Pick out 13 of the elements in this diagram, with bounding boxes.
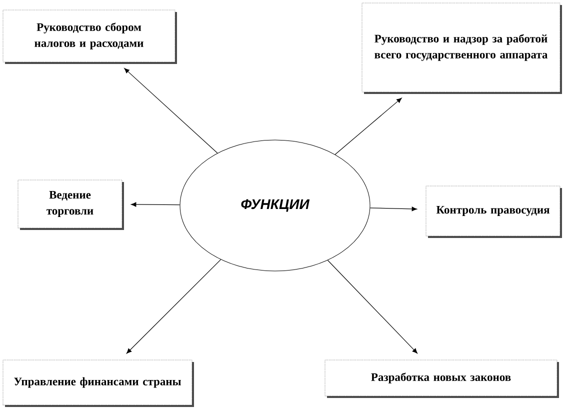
arrow [370,206,417,212]
text-box: Разработка новых законов [324,360,559,398]
arrow [131,202,180,207]
text-box: Руководство и надзор за работой всего государственного аппарата [362,2,562,94]
text-box: Ведение торговли [18,180,124,230]
arrow [124,68,218,154]
arrow [126,259,222,354]
text-box: Руководство сбором налогов и расходами [2,10,177,64]
ellipse-node: ФУНКЦИИ [180,140,370,272]
text-box: Контроль правосудия [426,186,562,238]
arrow [334,98,402,155]
arrow [327,260,418,354]
text-box: Управление финансами страны [2,360,194,407]
